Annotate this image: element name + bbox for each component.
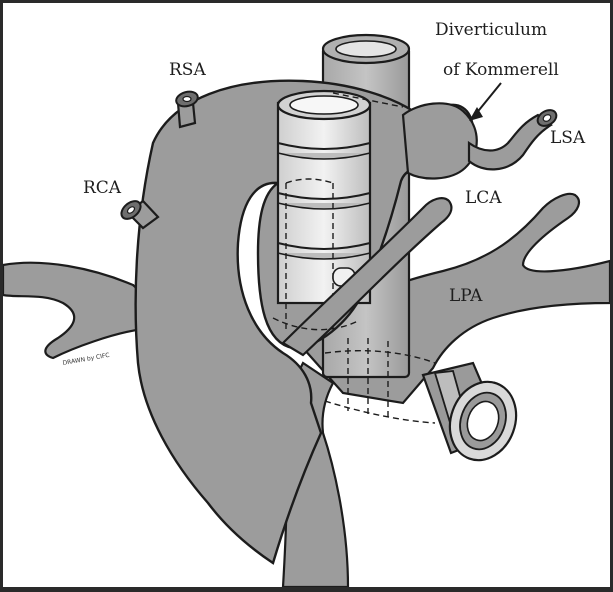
aortic-arch-diagram: Diverticulum of Kommerell RSA RCA LCA LS… — [3, 3, 610, 587]
label-lpa: LPA — [449, 286, 483, 306]
label-lca: LCA — [465, 188, 502, 208]
right-pulmonary-artery — [3, 263, 153, 358]
label-rca: RCA — [83, 178, 122, 198]
label-rsa: RSA — [169, 60, 206, 80]
label-lsa: LSA — [550, 128, 586, 148]
label-diverticulum-line1: Diverticulum — [435, 20, 547, 40]
artist-credit: DRAWN by CIFC — [62, 352, 110, 367]
bronchus-tube — [423, 363, 527, 470]
diverticulum-of-kommerell — [403, 103, 477, 178]
label-diverticulum-line2: of Kommerell — [443, 60, 559, 80]
esophagus-lumen — [336, 41, 396, 57]
